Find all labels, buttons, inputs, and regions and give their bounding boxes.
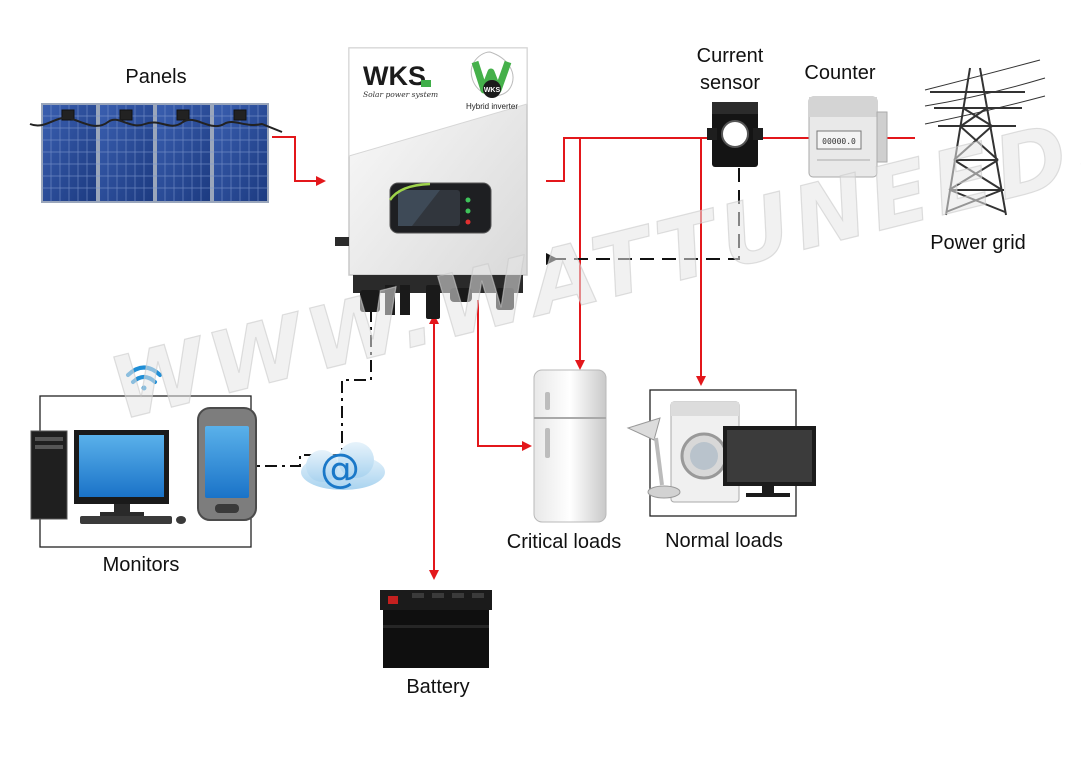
battery-icon bbox=[380, 590, 492, 668]
power-tower-icon bbox=[924, 59, 1046, 216]
energy-meter: 00000.0 bbox=[808, 96, 888, 178]
sensor-signal-line bbox=[546, 168, 740, 265]
svg-text:@: @ bbox=[320, 446, 360, 492]
counter-label: Counter bbox=[804, 62, 876, 84]
inverter-tagline: Solar power system bbox=[363, 90, 438, 99]
critical-loads-label: Critical loads bbox=[506, 531, 622, 553]
inverter-backup-line bbox=[477, 300, 532, 451]
normal-loads-group bbox=[626, 389, 816, 517]
power-grid-label: Power grid bbox=[930, 232, 1026, 254]
normal-loads-label: Normal loads bbox=[665, 530, 783, 552]
monitors-group bbox=[30, 395, 257, 548]
panels-label: Panels bbox=[125, 66, 187, 88]
fridge-icon bbox=[533, 369, 607, 523]
hybrid-inverter: WKS Solar power system WKS Hybrid invert… bbox=[335, 47, 528, 319]
inverter-model: Hybrid inverter bbox=[466, 102, 518, 111]
internet-cloud-icon: @ bbox=[301, 442, 385, 492]
wks-badge-icon: WKS bbox=[470, 51, 514, 98]
monitors-label: Monitors bbox=[102, 554, 180, 576]
meter-readout: 00000.0 bbox=[822, 137, 856, 146]
solar-panels bbox=[29, 103, 283, 203]
panels-to-inverter-line bbox=[272, 136, 326, 186]
monitor-signal-line bbox=[256, 310, 372, 467]
battery-label: Battery bbox=[406, 676, 470, 698]
wifi-icon bbox=[126, 365, 162, 391]
current-sensor-label-line2: sensor bbox=[699, 72, 761, 94]
current-sensor-label-line1: Current bbox=[696, 45, 764, 67]
current-sensor bbox=[707, 102, 763, 167]
inverter-badge: WKS bbox=[484, 87, 501, 94]
inverter-brand: WKS bbox=[363, 61, 426, 91]
